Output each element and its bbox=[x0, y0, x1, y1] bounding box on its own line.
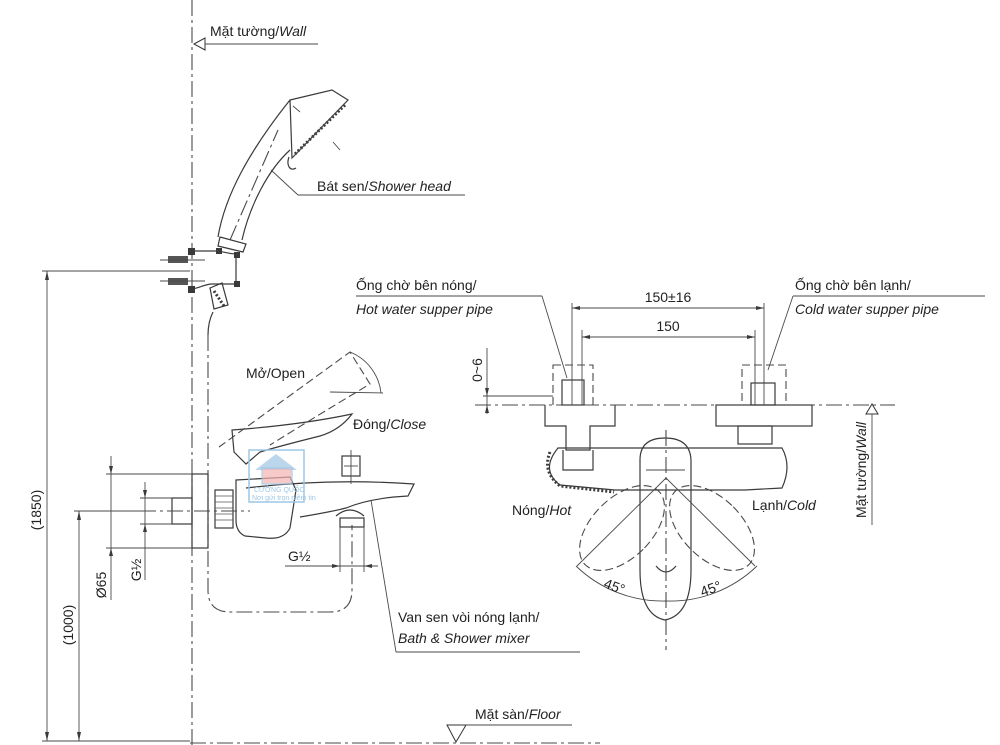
lever-angle-dimension bbox=[329, 351, 384, 394]
mixer-front-view bbox=[546, 430, 788, 650]
close-label: Đóng/Close bbox=[353, 416, 426, 432]
height-dimension-1000: (1000) bbox=[60, 510, 140, 741]
svg-text:Mặt sàn/Floor: Mặt sàn/Floor bbox=[475, 706, 562, 722]
svg-text:(1000): (1000) bbox=[60, 605, 76, 645]
svg-text:G½: G½ bbox=[288, 548, 311, 564]
shower-hose bbox=[207, 335, 353, 613]
wall-label-side: Mặt tường/Wall bbox=[853, 403, 879, 525]
svg-text:Ø65: Ø65 bbox=[93, 572, 109, 599]
svg-text:Hot water supper pipe: Hot water supper pipe bbox=[356, 301, 493, 317]
wall-label-top: Mặt tường/Wall bbox=[192, 23, 318, 51]
hot-label: Nóng/Hot bbox=[512, 502, 572, 518]
pipe-offset-dimension: 0~6 bbox=[469, 348, 553, 414]
shower-head bbox=[217, 89, 349, 253]
angle-cold: 45° bbox=[698, 577, 723, 599]
outlet-thread-dimension: G½ bbox=[285, 527, 378, 572]
svg-text:Nơi gửi trọn niềm tin: Nơi gửi trọn niềm tin bbox=[252, 493, 316, 502]
open-label: Mở/Open bbox=[246, 365, 305, 381]
svg-text:Bát sen/Shower head: Bát sen/Shower head bbox=[317, 178, 452, 194]
mixer-label: Van sen vòi nóng lạnh/ Bath & Shower mix… bbox=[370, 499, 580, 653]
angle-hot: 45° bbox=[602, 575, 627, 597]
inlet-thread-dimension: G½ bbox=[128, 482, 172, 581]
mixer-side-view bbox=[140, 351, 415, 549]
svg-text:Ống chờ bên lạnh/: Ống chờ bên lạnh/ bbox=[795, 276, 911, 293]
shower-head-label: Bát sen/Shower head bbox=[270, 169, 465, 196]
hot-pipe-label: Ống chờ bên nóng/ Hot water supper pipe bbox=[356, 276, 568, 379]
svg-text:150: 150 bbox=[656, 318, 680, 334]
svg-text:Bath & Shower mixer: Bath & Shower mixer bbox=[398, 630, 531, 646]
svg-text:G½: G½ bbox=[128, 558, 144, 581]
floor-label: Mặt sàn/Floor bbox=[190, 706, 600, 744]
height-dimension-1850: (1850) bbox=[28, 270, 190, 742]
svg-text:Mặt tường/Wall: Mặt tường/Wall bbox=[210, 23, 307, 39]
svg-text:Mặt tường/Wall: Mặt tường/Wall bbox=[853, 421, 869, 518]
svg-text:CƯỜNG QUỐC: CƯỜNG QUỐC bbox=[254, 484, 304, 494]
svg-text:(1850): (1850) bbox=[28, 490, 44, 530]
svg-text:0~6: 0~6 bbox=[469, 358, 485, 382]
svg-text:Cold water supper pipe: Cold water supper pipe bbox=[795, 301, 939, 317]
watermark-logo: CƯỜNG QUỐC Nơi gửi trọn niềm tin bbox=[248, 449, 316, 503]
pipe-spacing-dimension: 150±16 150 bbox=[571, 289, 765, 405]
wall-bracket bbox=[160, 248, 240, 336]
svg-text:Van sen vòi nóng lạnh/: Van sen vòi nóng lạnh/ bbox=[398, 609, 540, 625]
cold-pipe-label: Ống chờ bên lạnh/ Cold water supper pipe bbox=[767, 276, 985, 371]
cold-label: Lạnh/Cold bbox=[752, 497, 817, 513]
flange-diameter-dimension: Ø65 bbox=[93, 456, 192, 600]
svg-text:Ống chờ bên nóng/: Ống chờ bên nóng/ bbox=[356, 276, 477, 293]
hot-supply-pipe bbox=[544, 364, 616, 471]
svg-text:150±16: 150±16 bbox=[645, 289, 692, 305]
